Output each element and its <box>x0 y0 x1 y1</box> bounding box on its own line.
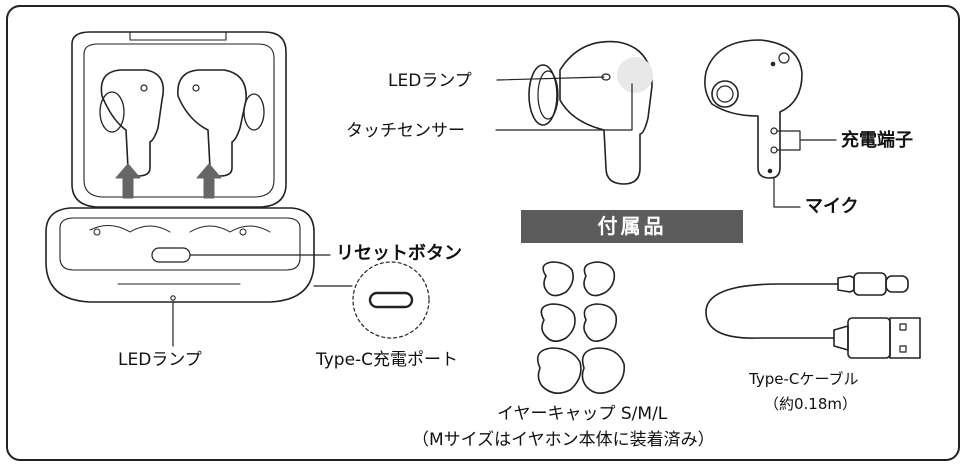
charging-terminal-dot <box>770 127 778 135</box>
earbud-front <box>528 40 653 185</box>
diagram-frame <box>6 5 960 461</box>
typec-cable-illustration <box>705 272 921 359</box>
label-ear-tips: イヤーキャップ S/M/L <box>497 404 668 424</box>
lift-arrows <box>115 163 222 199</box>
mic-dot <box>767 168 773 174</box>
label-typec-port: Type-C充電ポート <box>316 350 459 370</box>
label-touch-sensor: タッチセンサー <box>346 121 465 141</box>
label-ear-tips-note: （Mサイズはイヤホン本体に装着済み） <box>412 430 715 450</box>
case-lid <box>71 31 287 208</box>
label-mic: マイク <box>805 196 859 217</box>
label-charging-terminal: 充電端子 <box>841 130 913 151</box>
label-led-lamp-case: LEDランプ <box>118 350 202 370</box>
earbud-in-case-left <box>99 69 165 177</box>
label-cable-length: （約0.18m） <box>764 395 858 413</box>
label-reset-button: リセットボタン <box>336 243 462 264</box>
label-cable: Type-Cケーブル <box>749 370 859 388</box>
reset-button-shape <box>151 247 191 263</box>
typec-port-callout <box>313 261 430 339</box>
case-led <box>170 295 176 301</box>
charging-case <box>45 31 315 303</box>
case-lid-inner <box>83 43 275 198</box>
ear-tips-illustration <box>536 261 626 394</box>
accessories-badge: 付属品 <box>521 210 743 243</box>
earbud-in-case-right <box>177 69 265 177</box>
case-base <box>45 207 315 303</box>
earbud-back <box>704 39 803 179</box>
label-led-lamp-earbud: LEDランプ <box>388 71 472 91</box>
